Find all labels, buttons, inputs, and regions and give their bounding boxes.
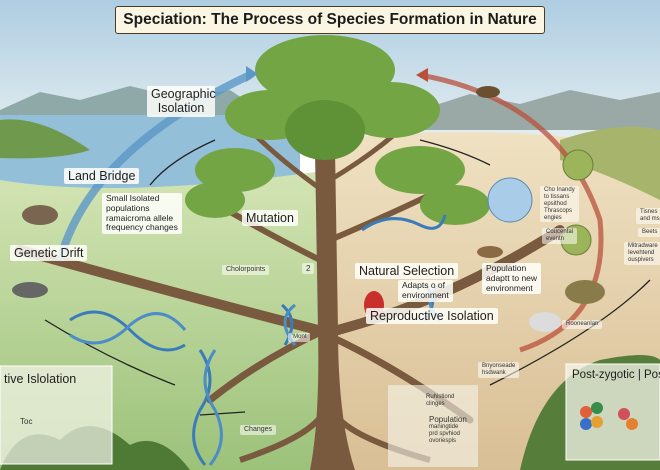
cell-bubble-icon bbox=[562, 149, 594, 181]
text-line: Coucenfal bbox=[546, 229, 574, 235]
label-right-note-4: Beets bbox=[638, 228, 660, 237]
label-mutation: Mutation bbox=[242, 210, 298, 227]
label-geographic-isolation: Geographic Isolation bbox=[147, 86, 216, 117]
label-post-zygotic: Post-zygotic | Post- bbox=[572, 369, 660, 381]
text-line: engies bbox=[544, 214, 562, 221]
text-line: maningtide bbox=[429, 424, 459, 431]
label-population-bottom: Population maningtide prd spvhiod ovorie… bbox=[425, 414, 471, 446]
right-hill bbox=[560, 126, 660, 200]
label-reproductive-isolation: Reproductive Isolation bbox=[366, 308, 498, 325]
text-line: adaptt to new bbox=[486, 272, 538, 283]
page-title: Speciation: The Process of Species Forma… bbox=[115, 6, 545, 34]
text-line: ramaicroma allele bbox=[106, 212, 174, 223]
label-behavioral-isolation: tive Islolation bbox=[4, 372, 77, 386]
label-rooneanlan: Rooneanlan bbox=[562, 320, 603, 329]
tree-foliage bbox=[185, 35, 490, 225]
label-cholorpoints: Cholorpoints bbox=[222, 265, 270, 276]
left-shore bbox=[0, 119, 90, 159]
dna-arrow bbox=[44, 319, 176, 386]
bird-icon bbox=[476, 86, 500, 98]
text-line: prd spvhiod bbox=[429, 431, 461, 438]
label-right-note-2: Coucenfal eventn bbox=[542, 228, 578, 244]
label-right-note-3: Tisnes and ms bbox=[636, 208, 660, 224]
drift-arrow bbox=[149, 139, 216, 186]
text-line: Ievehtend bbox=[628, 249, 655, 256]
cell-bubble-icon bbox=[487, 177, 533, 223]
label-natural-selection: Natural Selection bbox=[355, 263, 459, 280]
text-line: frequency changes bbox=[106, 222, 178, 233]
label-toc: Toc bbox=[20, 417, 33, 426]
text-line: Bnyonseade bbox=[482, 363, 516, 369]
label-bnyonseade: Bnyonseade hsdwank bbox=[478, 362, 520, 378]
text-line: environment bbox=[486, 282, 533, 293]
mountains-right bbox=[420, 90, 660, 130]
text-line: Ruhistiond bbox=[426, 394, 455, 400]
label-land-bridge: Land Bridge bbox=[64, 168, 140, 185]
text-line: Mitradware bbox=[628, 243, 658, 249]
text-line: ouspivers bbox=[628, 256, 654, 263]
arrowhead-red-icon bbox=[416, 68, 428, 82]
text-line: to tissans bbox=[544, 193, 570, 200]
cell-division-icon bbox=[580, 402, 638, 430]
label-ruhistiond: Ruhistiond clinges bbox=[422, 393, 458, 409]
changes-arrow bbox=[199, 411, 246, 416]
arrowhead-blue-icon bbox=[246, 66, 258, 82]
text-line: Population bbox=[429, 415, 467, 424]
label-right-note-1: Cho Inandy to tissans epsithod Thrascops… bbox=[540, 186, 579, 223]
text-line: Thrascops bbox=[544, 207, 573, 214]
tree-trunk bbox=[310, 150, 355, 470]
label-genetic-drift: Genetic Drift bbox=[10, 245, 88, 262]
text-line: clinges bbox=[426, 400, 445, 407]
sheep-icon bbox=[529, 312, 561, 332]
text-line: Cho Inandy bbox=[544, 187, 575, 193]
text-line: populations bbox=[106, 202, 150, 213]
text-line: eventn bbox=[546, 235, 565, 242]
rock-cluster-icon bbox=[565, 280, 605, 304]
text-line: environment bbox=[402, 289, 449, 300]
text-line: Tisnes bbox=[640, 209, 658, 215]
label-two: 2 bbox=[302, 263, 315, 275]
label-natural-selection-sub: Adapts o of environment bbox=[398, 280, 453, 302]
text-line: epsithod bbox=[544, 200, 567, 207]
behavioral-isolation-panel bbox=[0, 365, 113, 465]
text-line: Adapts o of bbox=[402, 280, 446, 290]
text-line: and ms bbox=[640, 215, 660, 222]
bottom-note-panel bbox=[388, 385, 478, 467]
bird-icon bbox=[12, 282, 48, 298]
label-population-adapts: Population adaptt to new environment bbox=[482, 263, 542, 295]
text-line: ovoriespls bbox=[429, 437, 457, 444]
selection-arrow bbox=[419, 139, 491, 166]
bird-icon bbox=[477, 246, 503, 258]
otter-icon bbox=[22, 205, 58, 225]
label-small-isolated: Small Isolated populations ramaicroma al… bbox=[102, 193, 182, 235]
label-right-note-5: Mitradware Ievehtend ouspivers bbox=[624, 242, 660, 265]
label-mont: 'Mont bbox=[288, 333, 311, 342]
label-changes: Changes bbox=[240, 425, 277, 436]
text-line: hsdwank bbox=[482, 369, 506, 376]
text-line: Population bbox=[486, 263, 527, 273]
text-line: Small Isolated bbox=[106, 193, 160, 203]
